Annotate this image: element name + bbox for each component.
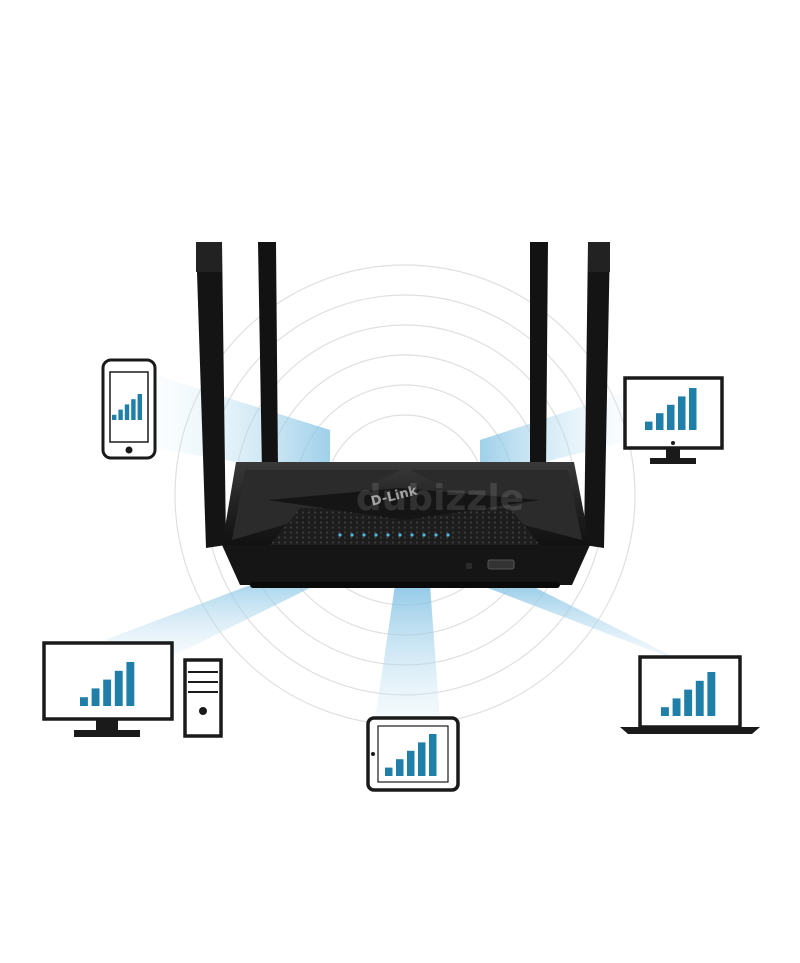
signal-bars-smartphone	[112, 394, 142, 420]
signal-bar	[661, 707, 669, 716]
router-base	[222, 545, 590, 585]
pc-tower-icon	[183, 658, 223, 738]
desktop-monitor-right-icon	[623, 376, 724, 464]
signal-bar	[667, 404, 675, 430]
signal-bar	[80, 697, 88, 706]
signal-bars-laptop	[661, 672, 716, 716]
signal-bar	[707, 672, 716, 716]
antenna-outer-left	[196, 242, 226, 548]
signal-bar	[645, 421, 653, 430]
signal-bar	[656, 413, 664, 430]
signal-bar	[137, 394, 142, 420]
signal-bar	[124, 404, 130, 420]
router-vent-panel	[270, 508, 540, 545]
beam-laptop	[480, 580, 690, 665]
smartphone-icon	[101, 358, 157, 460]
antenna-inner-right	[530, 242, 548, 472]
signal-bar	[695, 680, 704, 716]
signal-bar	[396, 759, 404, 776]
antenna-inner-left	[258, 242, 278, 472]
signal-bar	[91, 688, 100, 706]
beam-smartphone	[155, 375, 330, 478]
signal-bar	[385, 767, 393, 776]
router: D-Link dubizzle	[222, 462, 590, 588]
tablet-icon	[366, 716, 460, 792]
signal-bar	[407, 750, 415, 776]
beam-monitor-left	[105, 570, 330, 655]
signal-bar	[131, 399, 136, 420]
signal-bar	[118, 409, 123, 420]
signal-bar	[429, 734, 437, 776]
signal-bar	[114, 670, 123, 706]
signal-bar	[678, 396, 686, 430]
antenna-outer-right	[584, 242, 610, 548]
antennas	[196, 242, 610, 548]
laptop-icon	[620, 655, 760, 734]
signal-bars-monitor-left	[80, 662, 135, 706]
watermark: dubizzle	[356, 478, 524, 519]
status-leds	[338, 533, 450, 537]
desktop-monitor-left-icon	[42, 641, 174, 737]
signal-bars-tablet	[385, 734, 437, 776]
beam-tablet	[375, 585, 440, 720]
signal-bar	[112, 414, 117, 420]
signal-bar	[672, 698, 681, 716]
signal-bar	[418, 742, 426, 776]
signal-bar	[684, 689, 693, 716]
usb-port	[487, 559, 515, 570]
signal-bar	[103, 679, 112, 706]
signal-bar	[126, 662, 135, 706]
signal-bars-monitor-right	[645, 388, 697, 430]
signal-bar	[689, 388, 697, 430]
